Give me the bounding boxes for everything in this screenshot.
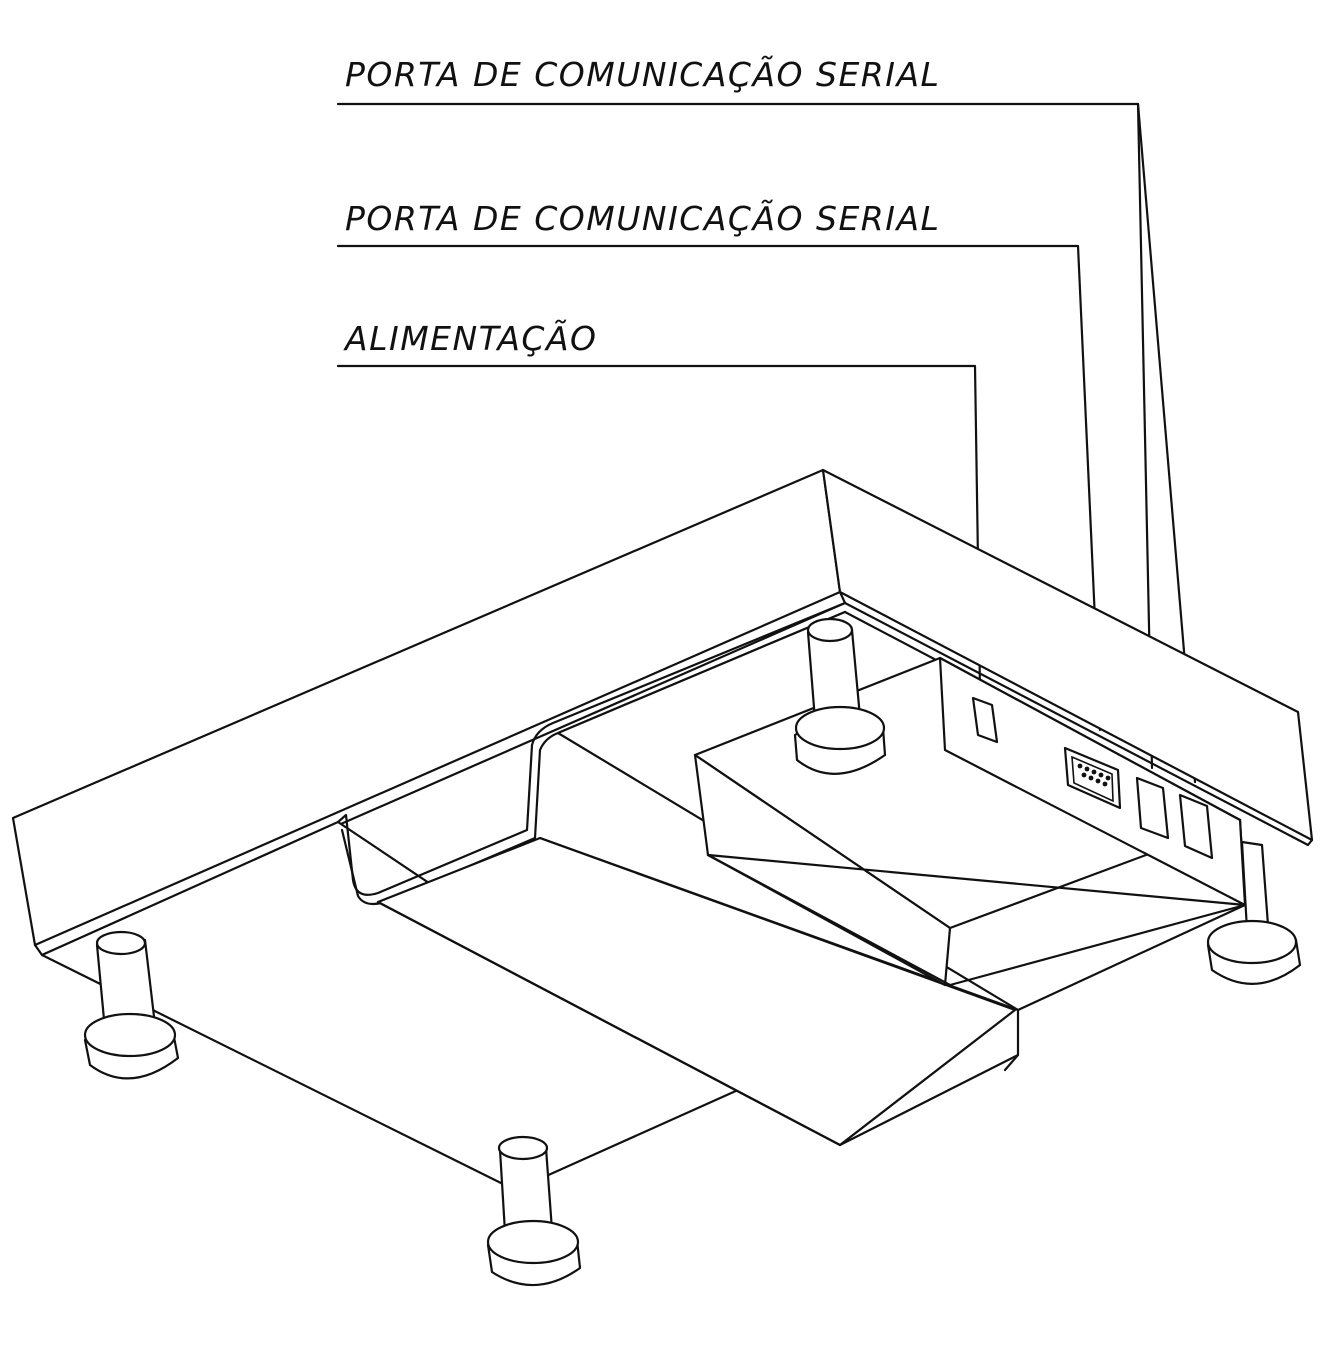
foot-right (1206, 840, 1302, 985)
serial-port-a (1135, 776, 1170, 840)
serial-port-b (1178, 793, 1214, 860)
db9-serial-connector (1063, 746, 1122, 810)
callout-label-power: ALIMENTAÇÃO (343, 319, 598, 358)
leader-line-serial-port-2 (336, 244, 1102, 732)
callout-label-serial-port-2: PORTA DE COMUNICAÇÃO SERIAL (345, 199, 940, 238)
foot-front-left (83, 930, 180, 1080)
foot-front-bottom (486, 1135, 582, 1287)
callout-label-serial-port-1: PORTA DE COMUNICAÇÃO SERIAL (345, 55, 940, 94)
power-connector (971, 696, 999, 744)
foot-rear-middle (793, 617, 887, 775)
